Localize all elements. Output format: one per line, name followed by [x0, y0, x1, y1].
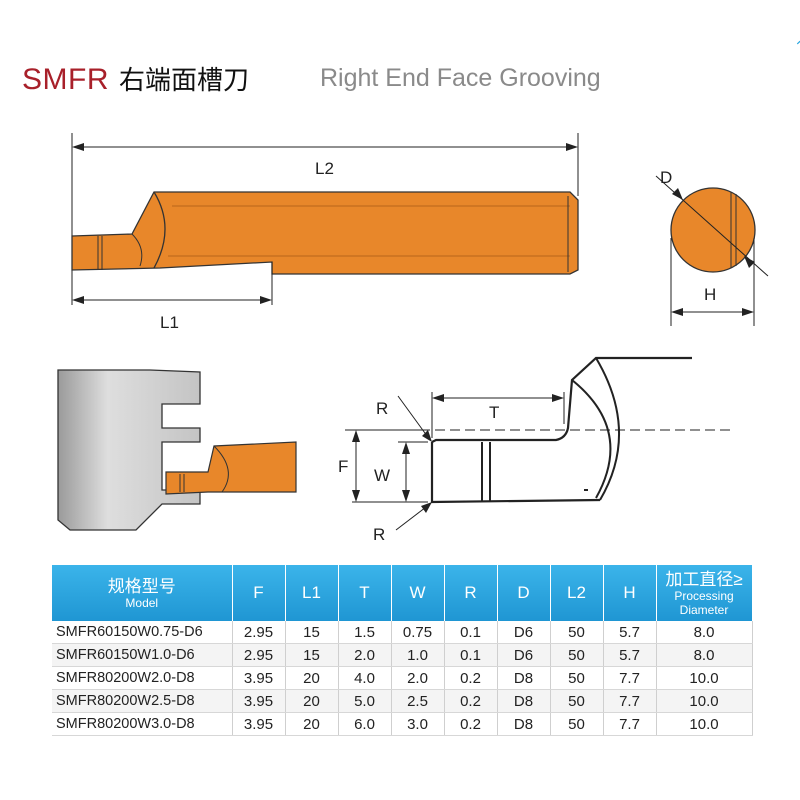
table-header-row: 规格型号 Model F L1 T W R D L2 H 加工直径≥ Proce…: [52, 565, 753, 621]
header-w: W: [391, 565, 445, 621]
cell-d: D6: [497, 621, 551, 644]
title-row: SMFR 右端面槽刀: [22, 60, 249, 100]
cell-processing-diameter: 8.0: [656, 621, 753, 644]
specification-table: 规格型号 Model F L1 T W R D L2 H 加工直径≥ Proce…: [52, 565, 753, 736]
cell-l1: 20: [285, 666, 339, 690]
cell-d: D6: [497, 643, 551, 667]
cell-model: SMFR80200W2.5-D8: [52, 689, 233, 713]
cell-l2: 50: [550, 689, 604, 713]
cell-d: D8: [497, 689, 551, 713]
cell-r: 0.2: [444, 689, 498, 713]
title-english: Right End Face Grooving: [320, 64, 601, 92]
dim-label-l2: L2: [315, 159, 334, 178]
cell-r: 0.2: [444, 666, 498, 690]
header-l1: L1: [285, 565, 339, 621]
cell-processing-diameter: 10.0: [656, 666, 753, 690]
cell-h: 7.7: [603, 666, 657, 690]
cell-r: 0.1: [444, 621, 498, 644]
cell-w: 0.75: [391, 621, 445, 644]
cell-model: SMFR80200W3.0-D8: [52, 712, 233, 736]
cell-l2: 50: [550, 621, 604, 644]
header-l2: L2: [550, 565, 604, 621]
insert-detail: T F W R R: [338, 356, 730, 544]
cell-processing-diameter: 10.0: [656, 712, 753, 736]
cell-l1: 15: [285, 621, 339, 644]
cell-model: SMFR60150W0.75-D6: [52, 621, 233, 644]
cell-processing-diameter: 10.0: [656, 689, 753, 713]
cell-l2: 50: [550, 666, 604, 690]
cell-w: 1.0: [391, 643, 445, 667]
cell-h: 7.7: [603, 689, 657, 713]
dim-label-r-top: R: [376, 399, 388, 418]
header-d: D: [497, 565, 551, 621]
cell-l2: 50: [550, 643, 604, 667]
cell-l1: 15: [285, 643, 339, 667]
tool-end-view: D H: [655, 168, 769, 326]
cell-processing-diameter: 8.0: [656, 643, 753, 667]
header-r: R: [444, 565, 498, 621]
cell-d: D8: [497, 712, 551, 736]
cell-f: 2.95: [232, 643, 286, 667]
cell-f: 3.95: [232, 666, 286, 690]
cell-h: 5.7: [603, 621, 657, 644]
cell-w: 2.5: [391, 689, 445, 713]
header-f: F: [232, 565, 286, 621]
title-code: SMFR: [22, 63, 109, 96]
scroll-edge-icon: ⌃: [794, 38, 800, 54]
cell-l1: 20: [285, 712, 339, 736]
tool-side-view: L2 L1: [71, 133, 579, 332]
technical-drawing: L2 L1 D H: [57, 133, 769, 544]
cell-t: 5.0: [338, 689, 392, 713]
header-t: T: [338, 565, 392, 621]
header-model: 规格型号 Model: [52, 565, 233, 621]
header-h: H: [603, 565, 657, 621]
dim-label-d: D: [660, 168, 672, 187]
cell-l1: 20: [285, 689, 339, 713]
cell-h: 5.7: [603, 643, 657, 667]
cell-d: D8: [497, 666, 551, 690]
cell-r: 0.2: [444, 712, 498, 736]
cell-h: 7.7: [603, 712, 657, 736]
dim-label-w: W: [374, 466, 390, 485]
cell-t: 4.0: [338, 666, 392, 690]
dim-label-f: F: [338, 457, 348, 476]
cell-r: 0.1: [444, 643, 498, 667]
dim-label-r-bottom: R: [373, 525, 385, 544]
dim-label-l1: L1: [160, 313, 179, 332]
title-chinese: 右端面槽刀: [119, 65, 250, 95]
dim-label-t: T: [489, 403, 499, 422]
cell-l2: 50: [550, 712, 604, 736]
cell-t: 2.0: [338, 643, 392, 667]
cell-f: 3.95: [232, 712, 286, 736]
workpiece-section: [57, 369, 297, 531]
cell-w: 2.0: [391, 666, 445, 690]
cell-t: 6.0: [338, 712, 392, 736]
cell-model: SMFR60150W1.0-D6: [52, 643, 233, 667]
cell-f: 2.95: [232, 621, 286, 644]
cell-model: SMFR80200W2.0-D8: [52, 666, 233, 690]
cell-f: 3.95: [232, 689, 286, 713]
dim-label-h: H: [704, 285, 716, 304]
header-processing-diameter: 加工直径≥ Processing Diameter: [656, 565, 753, 621]
cell-t: 1.5: [338, 621, 392, 644]
cell-w: 3.0: [391, 712, 445, 736]
